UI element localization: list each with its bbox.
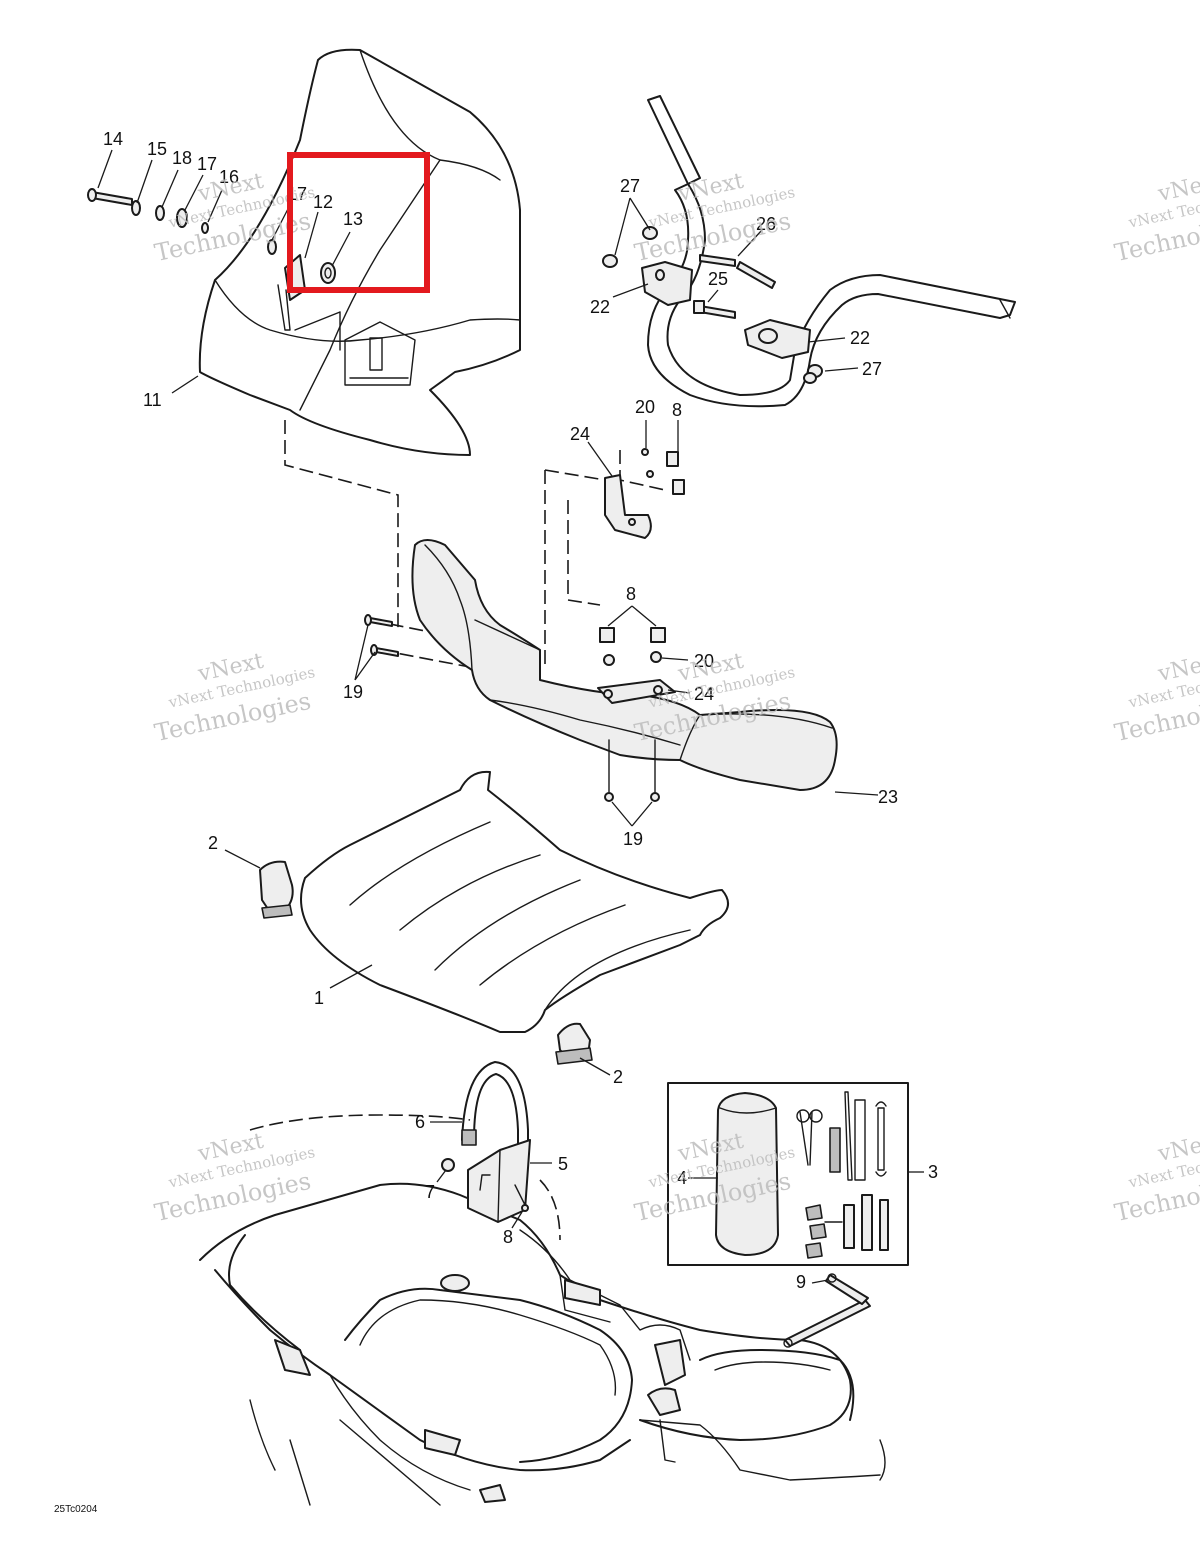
callout-23: 23 — [878, 787, 898, 807]
callout-18: 18 — [172, 148, 192, 168]
grommet[interactable] — [320, 262, 336, 284]
callout-24: 24 — [694, 684, 714, 704]
holder-hardware[interactable] — [441, 1158, 529, 1212]
callout-8: 8 — [626, 584, 636, 604]
callout-4: 4 — [677, 1168, 687, 1188]
watermark: vNext vNext Technologies Technologies — [632, 169, 796, 268]
callout-9: 9 — [796, 1272, 806, 1292]
holder-box[interactable] — [467, 1139, 531, 1223]
callout-6: 6 — [415, 1112, 425, 1132]
callout-7: 7 — [425, 1182, 435, 1202]
drawing-code: 25Tc0204 — [54, 1504, 98, 1515]
backrest-clip-right[interactable] — [555, 1022, 593, 1065]
handlebar-clamp-upper[interactable] — [641, 261, 693, 306]
handlebar-cover[interactable] — [411, 539, 838, 791]
callout-20: 20 — [635, 397, 655, 417]
holder-strap[interactable] — [461, 1061, 529, 1151]
backrest-clip-left[interactable] — [259, 860, 294, 919]
callout-15: 15 — [147, 139, 167, 159]
callout-20: 20 — [694, 651, 714, 671]
callout-2: 2 — [208, 833, 218, 853]
callout-1: 1 — [314, 988, 324, 1008]
watermark: vNext vNext Technologies Technologies — [152, 169, 316, 268]
cover-hardware[interactable] — [364, 448, 685, 802]
tool-set[interactable] — [796, 1091, 889, 1259]
highlight-box — [287, 152, 430, 293]
callout-19: 19 — [623, 829, 643, 849]
callout-2: 2 — [613, 1067, 623, 1087]
callout-3: 3 — [928, 1162, 938, 1182]
callout-17: 17 — [197, 154, 217, 174]
watermark: vNext vNext Technologies Technologies — [152, 1129, 316, 1228]
watermark: vNext vNext Technologies Technologies — [1112, 1129, 1200, 1228]
callout-11: 11 — [143, 390, 162, 410]
tool-9[interactable] — [783, 1273, 871, 1348]
callout-12: 12 — [313, 192, 333, 212]
backrest[interactable] — [300, 770, 729, 1033]
tool-kit-box[interactable] — [667, 1082, 909, 1266]
handlebar-clamp-lower[interactable] — [744, 319, 811, 359]
bracket-upper[interactable] — [604, 474, 652, 539]
callout-27: 27 — [620, 176, 640, 196]
callout-22: 22 — [850, 328, 870, 348]
watermark: vNext vNext Technologies Technologies — [1112, 169, 1200, 268]
frame-dashed-outline — [249, 1114, 561, 1241]
cover-bracket[interactable] — [597, 679, 676, 704]
callout-27: 27 — [862, 359, 882, 379]
callout-25: 25 — [708, 269, 728, 289]
callout-24: 24 — [570, 424, 590, 444]
watermark: vNext vNext Technologies Technologies — [1112, 649, 1200, 748]
callout-14: 14 — [103, 129, 123, 149]
windshield[interactable] — [198, 48, 521, 456]
callout-22: 22 — [590, 297, 610, 317]
callout-26: 26 — [756, 214, 776, 234]
callout-13: 13 — [343, 209, 363, 229]
callout-16: 16 — [219, 167, 239, 187]
handlebar-hardware[interactable] — [602, 226, 823, 384]
tool-bag[interactable] — [715, 1092, 779, 1256]
callout-19: 19 — [343, 682, 363, 702]
leader-lines — [97, 149, 924, 1284]
callout-8: 8 — [672, 400, 682, 420]
callout-8: 8 — [503, 1227, 513, 1247]
rack-frame[interactable] — [199, 1182, 886, 1506]
callout-5: 5 — [558, 1154, 568, 1174]
watermark: vNext vNext Technologies Technologies — [152, 649, 316, 748]
